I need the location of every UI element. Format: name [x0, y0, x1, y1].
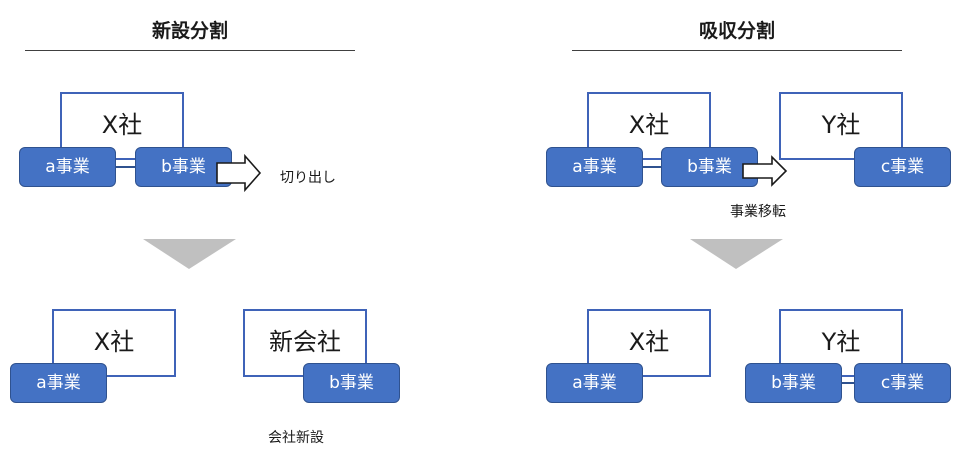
right-after-business-c: c事業	[854, 363, 951, 403]
right-title-underline	[572, 50, 902, 51]
company-label: Y社	[821, 328, 861, 356]
company-label: X社	[628, 328, 670, 356]
left-transition-arrow	[143, 239, 236, 269]
right-before-connector	[641, 166, 665, 168]
left-spinoff-arrow	[216, 153, 262, 193]
company-label: X社	[628, 111, 670, 139]
right-after-business-b: b事業	[745, 363, 842, 403]
left-title-underline	[25, 50, 355, 51]
right-before-business-b: b事業	[661, 147, 758, 187]
right-title: 吸収分割	[698, 20, 775, 42]
right-after-business-a: a事業	[546, 363, 643, 403]
left-title: 新設分割	[151, 20, 228, 42]
right-before-business-a: a事業	[546, 147, 643, 187]
right-transfer-arrow	[742, 155, 788, 187]
left-after-business-a: a事業	[10, 363, 107, 403]
left-before-connector	[114, 166, 138, 168]
company-label: X社	[101, 111, 143, 139]
right-after-connector	[838, 382, 858, 384]
company-label: Y社	[821, 111, 861, 139]
company-label: X社	[93, 328, 135, 356]
company-label: 新会社	[269, 328, 341, 356]
right-after-company-x: X社	[587, 309, 711, 377]
left-after-business-b: b事業	[303, 363, 400, 403]
left-before-business-a: a事業	[19, 147, 116, 187]
right-action-label: 事業移転	[730, 204, 786, 220]
right-before-business-c: c事業	[854, 147, 951, 187]
left-caption: 会社新設	[268, 430, 324, 446]
right-transition-arrow	[690, 239, 783, 269]
left-action-label: 切り出し	[280, 170, 336, 186]
